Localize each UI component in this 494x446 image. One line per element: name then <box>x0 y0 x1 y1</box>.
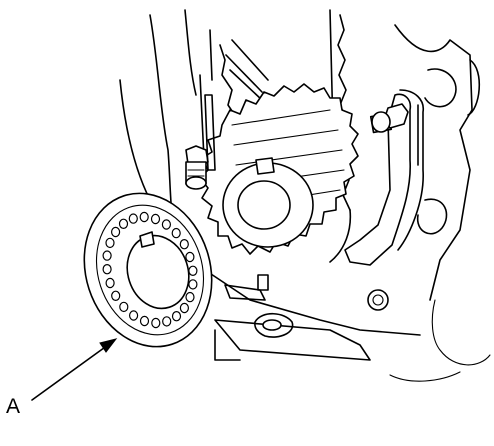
pulse-plate-hole <box>118 218 129 229</box>
pulse-plate-hole <box>188 279 198 290</box>
pulse-plate-hole <box>151 317 161 329</box>
pulse-plate-hole <box>105 277 115 289</box>
pulse-plate-hole <box>139 211 149 223</box>
pulse-plate-hole <box>162 316 172 327</box>
callout-label-a: A <box>6 395 21 418</box>
pulse-plate-hole <box>119 301 129 313</box>
pulse-plate-hole <box>128 213 138 224</box>
pulse-plate-hole <box>179 238 189 250</box>
belt-guide-plate <box>344 89 425 266</box>
pulse-plate-holes <box>102 211 198 329</box>
pulse-plate-hole <box>188 265 198 276</box>
crankshaft-sprocket <box>199 83 359 255</box>
pulse-plate-hole <box>102 250 112 261</box>
pulse-plate-hole <box>185 291 195 303</box>
pulse-plate-hole <box>139 315 150 327</box>
pulse-plate-hole <box>171 227 181 239</box>
pulse-plate-hole <box>185 251 195 263</box>
callout-a-leader <box>31 338 118 401</box>
pulse-plate-hole <box>150 213 161 225</box>
upper-right-bolt <box>369 103 409 134</box>
pulse-plate <box>83 192 213 348</box>
pulse-plate-hole <box>179 302 189 314</box>
pulse-plate-hole <box>161 219 171 230</box>
pulse-plate-hole <box>110 226 121 238</box>
pulse-plate-hole <box>111 290 121 301</box>
pulse-plate-hole <box>105 237 115 249</box>
side-bracket <box>204 94 269 291</box>
pulse-plate-hole <box>171 311 182 322</box>
pulse-plate-hole <box>129 310 139 321</box>
left-bolt <box>185 145 209 190</box>
pulse-plate-hole <box>102 264 112 275</box>
